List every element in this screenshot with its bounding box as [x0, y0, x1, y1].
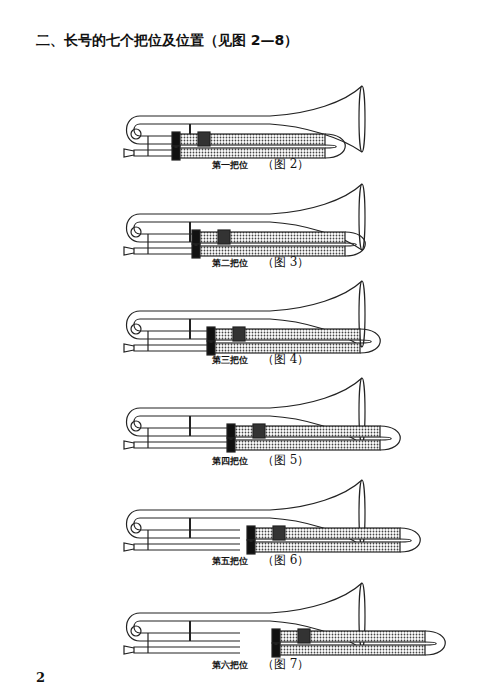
figure-number: （图 6）: [262, 552, 309, 569]
position-caption: 第五把位: [212, 555, 248, 568]
position-caption: 第一把位: [212, 159, 248, 172]
figure-number: （图 2）: [262, 156, 309, 173]
figure-number: （图 4）: [262, 351, 309, 368]
figure-number: （图 3）: [262, 254, 309, 271]
position-caption: 第三把位: [212, 354, 248, 367]
position-caption: 第四把位: [212, 455, 248, 468]
position-caption: 第二把位: [212, 257, 248, 270]
figure-number: （图 7）: [262, 656, 309, 673]
position-caption: 第六把位: [212, 659, 248, 672]
page-number: 2: [36, 670, 45, 685]
figure-number: （图 5）: [262, 452, 309, 469]
page-heading: 二、长号的七个把位及位置（见图 2—8）: [36, 32, 298, 50]
